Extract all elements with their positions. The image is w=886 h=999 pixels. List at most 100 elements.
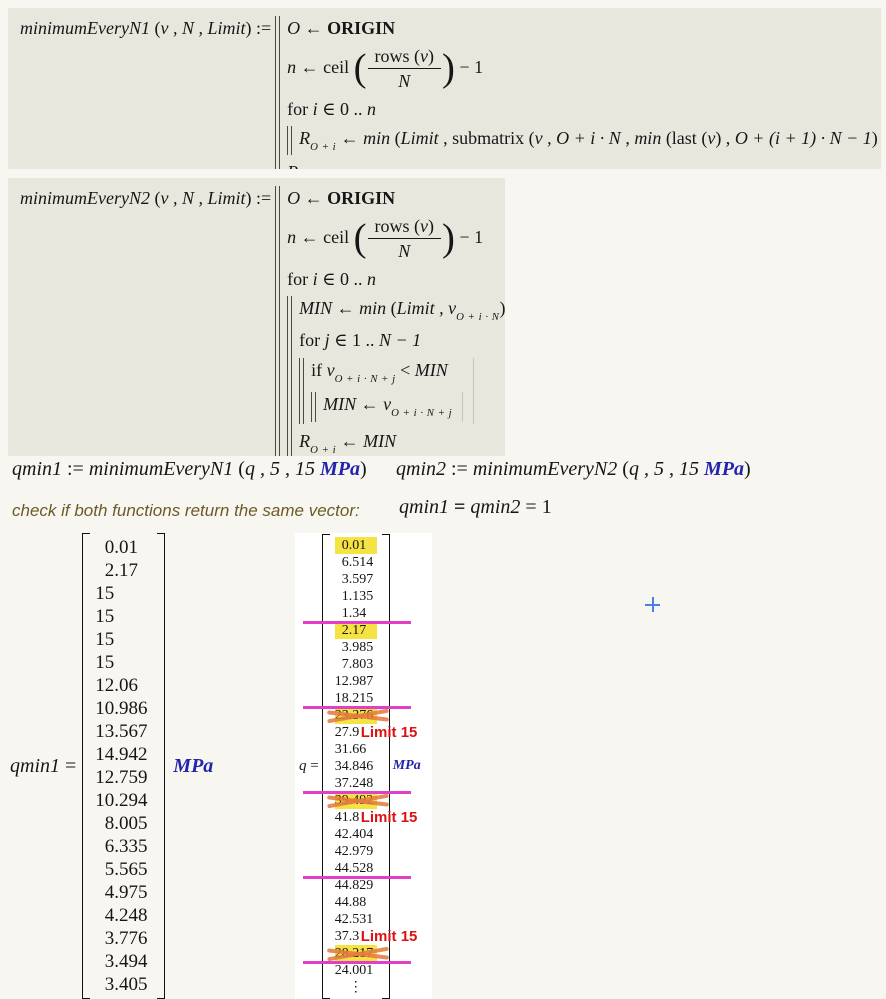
math-run: v [383, 394, 392, 415]
frac-part: .17 [348, 622, 367, 638]
int-part: 44 [334, 894, 349, 910]
int-part: 3 [104, 928, 115, 949]
right-paren: ) [442, 47, 455, 90]
int-part: 15 [95, 629, 115, 650]
region-boolean-comparison[interactable]: qmin1 = qmin2 = 1 [399, 496, 552, 519]
program-block-2: O ← ORIGIN n ← ceil (rows (v)N) − 1 for … [275, 186, 505, 456]
vector-value: 12.06 [95, 674, 152, 697]
left-paren: ( [353, 47, 367, 90]
vector-value: 1.135 [335, 588, 377, 605]
program-lines: RO + i ← min (Limit , submatrix (v , O +… [299, 126, 881, 155]
vector-value: 37.248 [302, 775, 411, 794]
vector-value: 3.597 [335, 571, 377, 588]
function-signature-1: minimumEveryN1 (v , N , Limit) := [20, 18, 271, 39]
math-run: ∈ 0 .. [317, 268, 367, 289]
int-part: 4 [104, 905, 115, 926]
frac-part: .3 [348, 928, 360, 944]
group-separator-line [302, 705, 411, 709]
program-lines: MIN ← min (Limit , vO + i · N) for j ∈ 1… [299, 296, 505, 456]
int-part: 44 [334, 860, 349, 876]
frac-part: .248 [114, 905, 148, 926]
math-run: v [326, 359, 335, 380]
math-run: ( [386, 298, 397, 318]
region-minimumEveryN2-definition[interactable]: minimumEveryN2 (v , N , Limit) := O ← OR… [8, 178, 505, 456]
fraction-denominator: N [368, 69, 442, 93]
math-run: v [420, 215, 429, 236]
group-separator-line [302, 960, 411, 964]
math-run: R [299, 128, 311, 148]
statement-min-init: MIN ← min (Limit , vO + i · N) [299, 297, 505, 324]
math-run: O [287, 188, 301, 208]
int-part: 10 [95, 790, 115, 811]
region-qmin2-definition[interactable]: qmin2 := minimumEveryN2 (q , 5 , 15 MPa) [396, 458, 751, 481]
vector-value: 0.01 [95, 536, 152, 559]
int-part: 31 [334, 741, 349, 757]
math-run: n [367, 98, 376, 119]
vector-value: 44.829 [335, 877, 377, 894]
int-part: 1 [341, 605, 349, 621]
frac-part: .531 [348, 911, 374, 927]
math-run: min [634, 128, 662, 148]
vector-value: 42.531 [335, 911, 377, 928]
math-run: n [287, 56, 297, 77]
math-run: O + i · N + j [334, 372, 396, 385]
math-run: MIN [363, 430, 397, 451]
bracket-left [82, 533, 91, 999]
math-run: ( [414, 45, 421, 66]
math-run: N [398, 241, 411, 261]
vector-value: 23.376 [326, 706, 389, 724]
math-text: n ← ceil [287, 57, 353, 77]
math-run: , submatrix [438, 128, 529, 148]
bracket-right [381, 533, 390, 999]
math-run: minimumEveryN2 [472, 458, 623, 480]
math-run: ← [356, 394, 384, 415]
frac-part: .942 [114, 744, 148, 765]
int-part: 3 [104, 951, 115, 972]
math-run: qmin2 [396, 458, 446, 480]
program-lines: if vO + i · N + j < MIN MIN ← vO + i · N… [311, 357, 475, 424]
int-part: 42 [334, 911, 349, 927]
crosshair-cursor[interactable] [645, 597, 660, 612]
int-part: 2 [104, 560, 115, 581]
math-run: ( [154, 188, 161, 208]
math-run: O + i · N [456, 310, 500, 323]
vector-value: 42.979 [335, 843, 377, 860]
int-part: 27 [334, 724, 349, 740]
int-part: 12 [95, 675, 115, 696]
vector-value: 8.005 [95, 812, 152, 835]
int-part: 1 [341, 588, 349, 604]
math-run: q , 5 , 15 [244, 458, 320, 480]
for-loop-body: RO + i ← min (Limit , submatrix (v , O +… [287, 126, 881, 156]
int-part: 3 [104, 974, 115, 995]
math-run: ∈ 1 .. [329, 330, 379, 351]
math-run: Limit , v [396, 298, 457, 318]
math-run: i [312, 98, 318, 119]
int-part: 3 [341, 571, 349, 587]
int-part: 12 [334, 673, 349, 689]
vector-value: 3.405 [95, 973, 152, 996]
qmin1-vector-label: qmin1 = [10, 755, 76, 778]
check-note-text: check if both functions return the same … [12, 501, 360, 520]
group-separator-line [302, 620, 411, 624]
math-run: = [520, 496, 542, 518]
region-qmin1-definition[interactable]: qmin1 := minimumEveryN1 (q , 5 , 15 MPa) [12, 458, 367, 481]
int-part: 13 [95, 721, 115, 742]
frac-part: .979 [348, 843, 374, 859]
vector-value: 3.776 [95, 927, 152, 950]
frac-part: .9 [348, 724, 360, 740]
math-run: ( [622, 458, 629, 480]
int-part: 2 [341, 622, 349, 638]
vector-value: 2.17 [95, 559, 152, 582]
math-run: ← [336, 430, 364, 451]
math-run: N − 1 [379, 330, 422, 351]
math-run: N [398, 71, 411, 91]
math-run: v [420, 45, 429, 66]
int-part: 6 [104, 836, 115, 857]
math-run: ( [390, 128, 401, 148]
math-run: v [707, 128, 716, 148]
region-minimumEveryN1-definition[interactable]: minimumEveryN1 (v , N , Limit) := O ← OR… [8, 8, 881, 169]
frac-part: .248 [348, 775, 374, 791]
